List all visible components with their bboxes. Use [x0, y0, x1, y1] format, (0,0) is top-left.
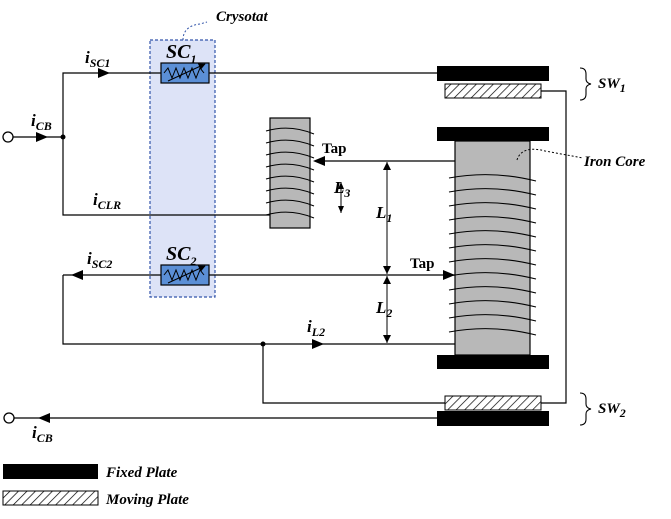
sw2-brace: [579, 392, 592, 426]
sw1-moving-plate: [444, 83, 542, 99]
core-bottom-plate: [437, 355, 549, 369]
icb-in-label: iCB: [31, 111, 52, 133]
isc1-arrow: [98, 68, 110, 78]
sw2-moving-plate: [444, 395, 542, 411]
main-coil: [448, 140, 537, 356]
core-top-plate: [437, 127, 549, 141]
l2-label: L2: [375, 298, 392, 320]
sw1-fixed-plate: [437, 66, 549, 81]
sw1-label: SW1: [598, 76, 626, 95]
legend-moving-label: Moving Plate: [105, 492, 189, 508]
legend-fixed-swatch: [3, 464, 98, 479]
sc1-element: [160, 62, 210, 84]
sw2-fixed-plate: [437, 411, 549, 426]
l1-label: L1: [375, 203, 392, 225]
clr-coil: [265, 117, 315, 229]
sc2-label: SC2: [166, 243, 196, 268]
isc2-arrow: [71, 270, 83, 280]
sc1-label: SC1: [166, 41, 196, 66]
icb-in-arrow: [36, 132, 48, 142]
tap-lower-label: Tap: [410, 256, 434, 272]
legend-fixed-label: Fixed Plate: [105, 465, 178, 481]
isc2-label: iSC2: [87, 249, 112, 271]
sc2-element: [160, 264, 210, 286]
tap-upper-label: Tap: [322, 141, 346, 157]
legend-moving-swatch: [2, 490, 99, 506]
tap-lower-arrow: [443, 270, 455, 280]
il2-label: iL2: [307, 317, 325, 339]
icb-out-label: iCB: [32, 423, 53, 445]
l3-label: L3: [333, 178, 350, 200]
cryostat-leader: [182, 21, 208, 41]
icb-out-arrow: [38, 413, 50, 423]
output-terminal: [3, 412, 15, 424]
iclr-label: iCLR: [93, 190, 121, 212]
il2-arrow: [312, 339, 324, 349]
input-terminal: [2, 131, 14, 143]
crysotat-label: Crysotat: [216, 9, 269, 25]
tap-upper-arrow: [313, 156, 325, 166]
isc1-label: iSC1: [85, 48, 110, 70]
iron-core-label: Iron Core: [583, 154, 646, 170]
iron-core-leader: [516, 148, 584, 161]
sw1-brace: [579, 67, 592, 101]
sw2-label: SW2: [598, 401, 626, 420]
